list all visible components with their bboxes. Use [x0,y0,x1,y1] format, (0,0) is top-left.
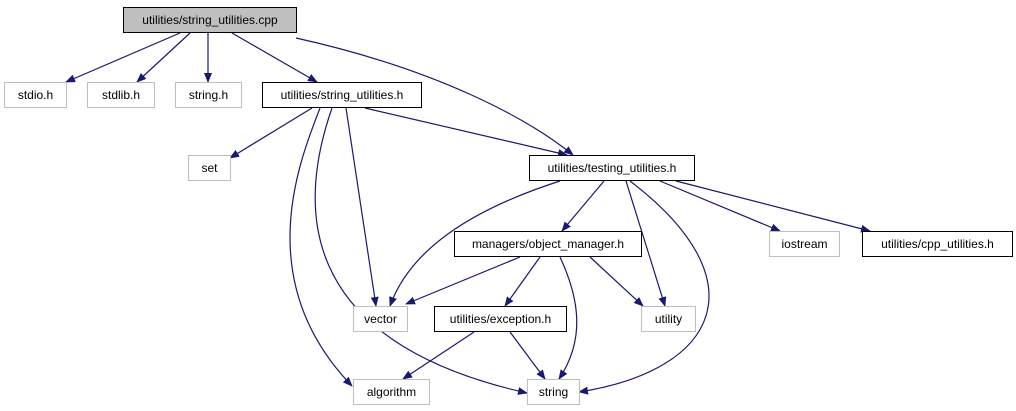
node-label: utilities/cpp_utilities.h [881,237,994,251]
edge-tu_h-to-om_h [561,180,605,232]
node-stdlib: stdlib.h [87,82,155,108]
edge-root-to-stdlib [136,32,191,83]
edge-su_h-to-tu_h [364,107,568,157]
node-box [188,155,231,181]
node-label: iostream [781,237,827,251]
node-utility: utility [641,306,696,332]
node-set: set [188,155,231,181]
node-om-h[interactable]: managers/object_manager.h [454,231,642,257]
edge-su_h-to-string [314,107,528,395]
node-label: string [539,385,568,399]
node-label: string.h [189,88,228,102]
node-box [123,7,297,33]
node-label: algorithm [367,385,416,399]
node-string-h: string.h [175,82,242,108]
node-su-h[interactable]: utilities/string_utilities.h [262,82,422,108]
node-box [527,379,580,405]
node-box [769,231,840,257]
node-tu-h[interactable]: utilities/testing_utilities.h [529,155,695,181]
node-stdio: stdio.h [4,82,67,108]
edge-tu_h-to-iostream [659,180,781,232]
node-label: managers/object_manager.h [472,237,624,251]
edge-root-to-su_h [231,32,318,83]
node-root[interactable]: utilities/string_utilities.cpp [123,7,297,33]
node-box [175,82,242,108]
edge-su_h-to-algorithm [289,107,353,387]
edges-layer [65,32,871,395]
node-box [529,155,695,181]
node-box [641,306,696,332]
edge-om_h-to-exc_h [504,256,541,307]
edge-exc_h-to-string [509,331,546,380]
edge-root-to-stdio [65,32,181,83]
edge-tu_h-to-utility [625,180,667,307]
node-box [434,306,567,332]
edge-tu_h-to-cpp_h [675,180,871,233]
node-label: stdlib.h [102,88,140,102]
edge-tu_h-to-string [578,180,710,395]
edge-su_h-to-set [229,107,313,159]
node-exc-h[interactable]: utilities/exception.h [434,306,567,332]
node-cpp-h[interactable]: utilities/cpp_utilities.h [862,231,1013,257]
node-label: set [201,161,218,175]
edge-root-to-tu_h [295,37,574,156]
node-iostream: iostream [769,231,840,257]
node-label: utility [655,312,682,326]
node-box [862,231,1013,257]
node-label: utilities/testing_utilities.h [548,161,677,175]
edge-exc_h-to-algorithm [402,331,475,380]
node-box [262,82,422,108]
node-box [4,82,67,108]
node-label: vector [364,312,397,326]
edge-om_h-to-utility [589,256,644,307]
node-label: utilities/string_utilities.h [281,88,404,102]
node-label: utilities/exception.h [450,312,551,326]
node-string: string [527,379,580,405]
node-vector: vector [353,306,408,332]
node-algorithm: algorithm [353,379,430,405]
node-label: utilities/string_utilities.cpp [142,13,278,27]
edge-tu_h-to-vector [389,180,561,307]
edge-om_h-to-string [558,256,578,380]
nodes-layer: utilities/string_utilities.cpp stdio.h std… [4,7,1013,405]
node-box [454,231,642,257]
edge-su_h-to-vector [345,107,379,307]
edge-om_h-to-vector [405,256,521,305]
node-box [353,306,408,332]
node-box [87,82,155,108]
node-label: stdio.h [18,88,53,102]
node-box [353,379,430,405]
